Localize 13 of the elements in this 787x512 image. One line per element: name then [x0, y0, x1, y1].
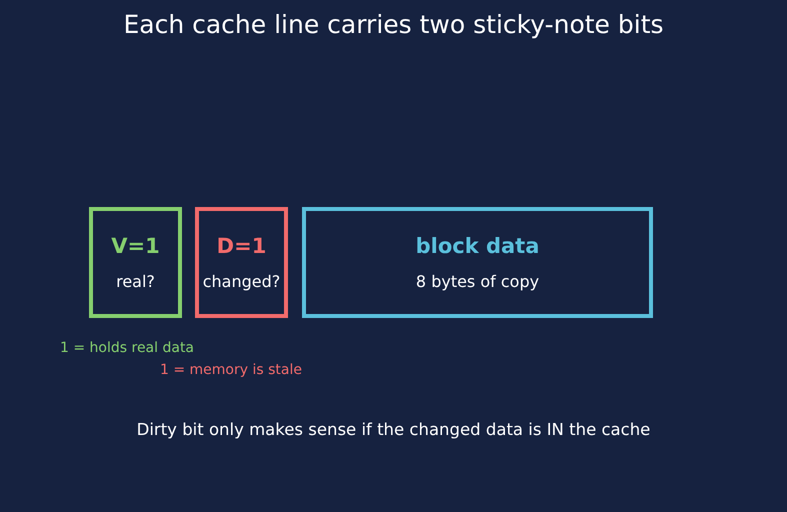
note: 1 = memory is stale — [160, 362, 302, 378]
diagram-title: Each cache line carries two sticky-note bits — [122, 10, 665, 39]
field-heading: V=1 — [111, 234, 160, 258]
field-description: changed? — [202, 272, 280, 291]
dirty-bit-box — [195, 207, 288, 318]
data-block-box — [302, 207, 653, 318]
valid-bit-box — [89, 207, 182, 318]
field-description: real? — [116, 272, 155, 291]
footnote: Dirty bit only makes sense if the changed data is IN the cache — [136, 420, 652, 439]
field-description: 8 bytes of copy — [416, 272, 540, 291]
field-heading: D=1 — [216, 234, 266, 258]
field-heading: block data — [416, 234, 540, 258]
note: 1 = holds real data — [60, 340, 194, 356]
